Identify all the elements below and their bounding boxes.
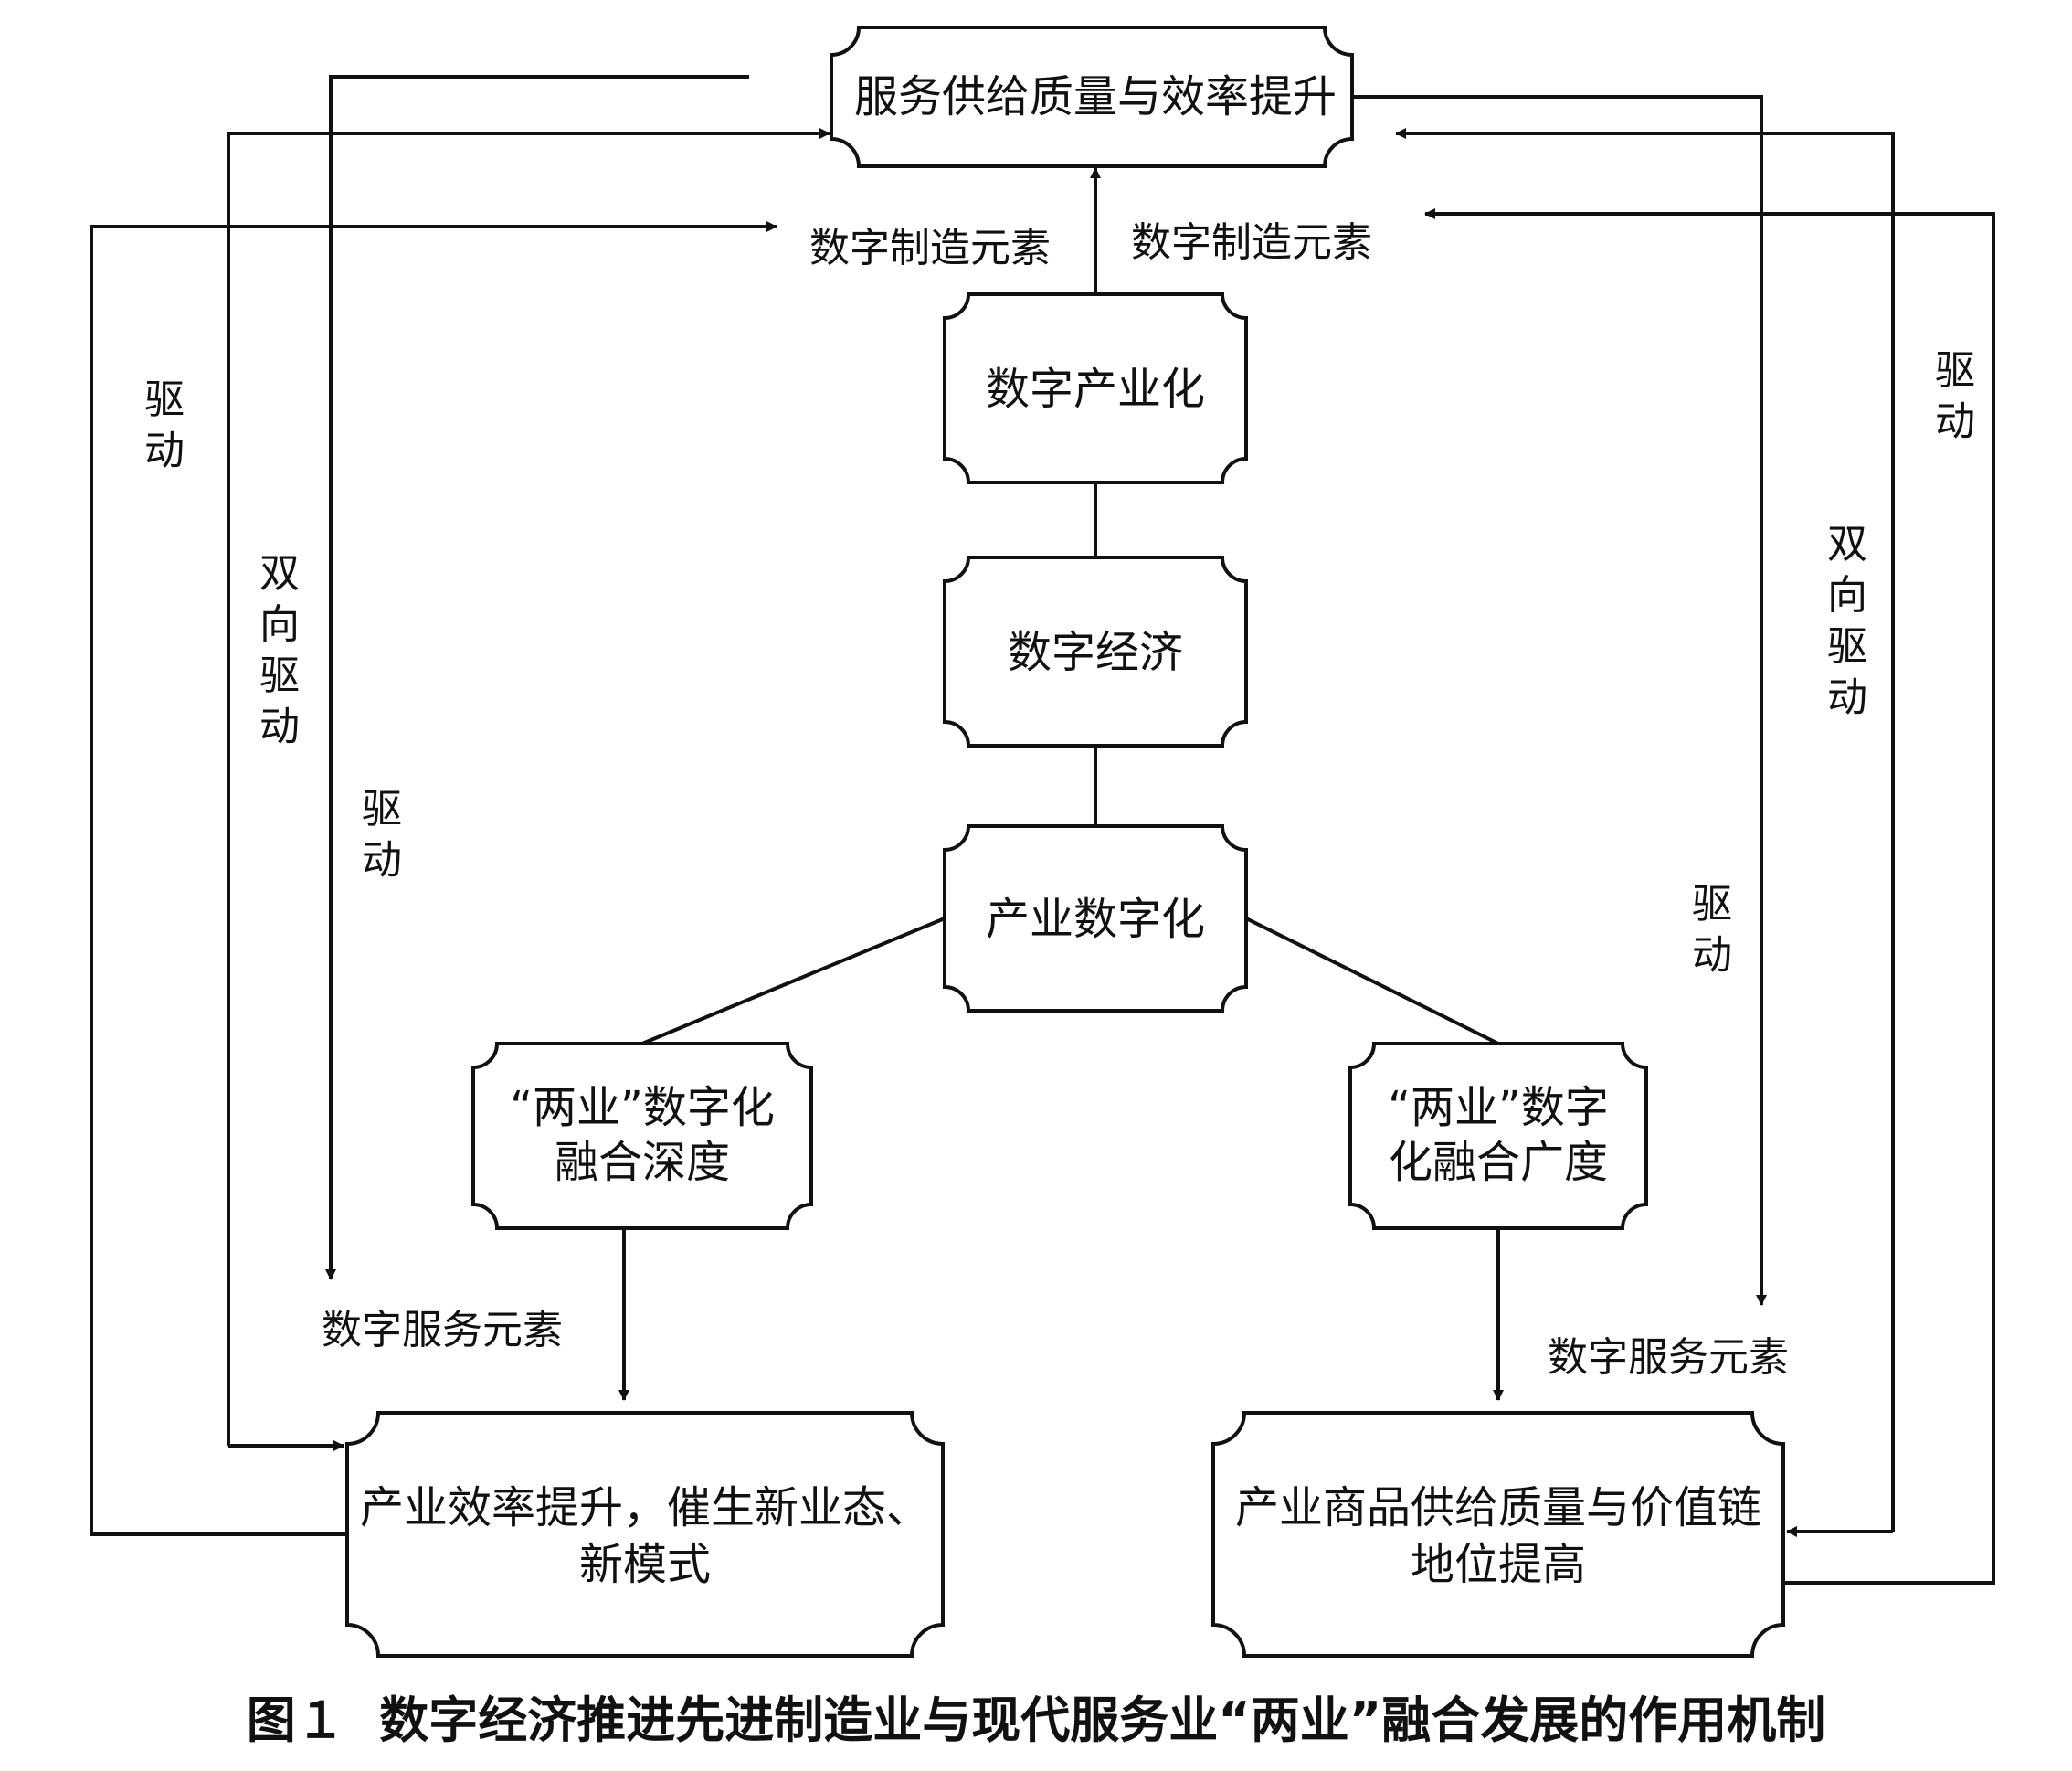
- box-digital-industrialization: [943, 292, 1248, 484]
- label-drive-outer-right-2: 动: [1935, 398, 1975, 445]
- arrow-bidirectional-right-up: [1395, 128, 1895, 1532]
- label-drive-outer-right-1: 驱: [1935, 347, 1975, 394]
- node-goods-quality-line2: 地位提高: [1411, 1539, 1586, 1590]
- label-bidirectional-right-4: 动: [1827, 674, 1867, 721]
- label-bidirectional-right-2: 向: [1827, 572, 1867, 619]
- node-goods-quality-line1: 产业商品供给质量与价值链: [1235, 1482, 1761, 1533]
- connector-digitalization-to-breadth: [1245, 917, 1499, 1045]
- node-digital-economy: 数字经济: [1008, 627, 1183, 678]
- label-drive-outer-left-1: 驱: [144, 376, 185, 423]
- label-svc-elements-left: 数字服务元素: [322, 1307, 563, 1353]
- label-mfg-elements-right: 数字制造元素: [1131, 219, 1372, 266]
- label-mfg-elements-left: 数字制造元素: [809, 225, 1051, 271]
- box-digital-economy: [943, 556, 1248, 748]
- box-service-quality: [830, 26, 1354, 168]
- label-drive-inner-right-1: 驱: [1692, 881, 1732, 928]
- connector-digitalization-to-depth: [641, 917, 946, 1045]
- label-svc-elements-right: 数字服务元素: [1548, 1334, 1789, 1381]
- node-digital-industrialization: 数字产业化: [986, 364, 1205, 415]
- mechanism-diagram: 服务供给质量与效率提升 数字产业化 数字经济 产业数字化 “两业”数字化 融合深…: [90, 26, 1995, 1658]
- label-bidirectional-left-2: 向: [259, 601, 300, 648]
- arrow-outer-right-drive: [1424, 208, 1995, 1585]
- node-integration-depth-line2: 融合深度: [555, 1137, 730, 1188]
- node-industrial-digitalization: 产业数字化: [986, 894, 1205, 945]
- label-bidirectional-right-3: 驱: [1827, 623, 1867, 670]
- node-industry-efficiency-line2: 新模式: [579, 1539, 711, 1590]
- label-bidirectional-left-3: 驱: [259, 652, 300, 699]
- label-drive-outer-left-2: 动: [144, 428, 185, 474]
- label-bidirectional-left-1: 双: [259, 550, 300, 597]
- node-service-quality: 服务供给质量与效率提升: [854, 71, 1337, 122]
- arrow-bidirectional-left-up: [227, 128, 830, 1446]
- box-integration-breadth: [1348, 1042, 1648, 1230]
- arrow-outer-left-drive: [90, 221, 777, 1536]
- label-bidirectional-left-4: 动: [259, 704, 300, 750]
- label-drive-inner-left-1: 驱: [362, 786, 402, 832]
- node-integration-depth-line1: “两业”数字化: [510, 1082, 775, 1133]
- label-drive-inner-right-2: 动: [1692, 932, 1732, 979]
- arrow-inner-left-drive: [325, 75, 749, 1280]
- arrow-inner-right-drive: [1352, 95, 1767, 1306]
- label-bidirectional-right-1: 双: [1827, 521, 1867, 567]
- label-drive-inner-left-2: 动: [362, 837, 402, 884]
- box-integration-depth: [471, 1042, 813, 1230]
- box-industrial-digitalization: [943, 824, 1248, 1013]
- box-goods-quality: [1211, 1411, 1785, 1658]
- node-integration-breadth-line1: “两业”数字: [1388, 1082, 1609, 1133]
- node-industry-efficiency-line1: 产业效率提升，催生新业态、: [360, 1482, 930, 1533]
- box-industry-efficiency: [345, 1411, 945, 1658]
- figure-caption: 图１ 数字经济推进先进制造业与现代服务业“两业”融合发展的作用机制: [246, 1691, 1826, 1749]
- node-integration-breadth-line2: 化融合广度: [1389, 1137, 1608, 1188]
